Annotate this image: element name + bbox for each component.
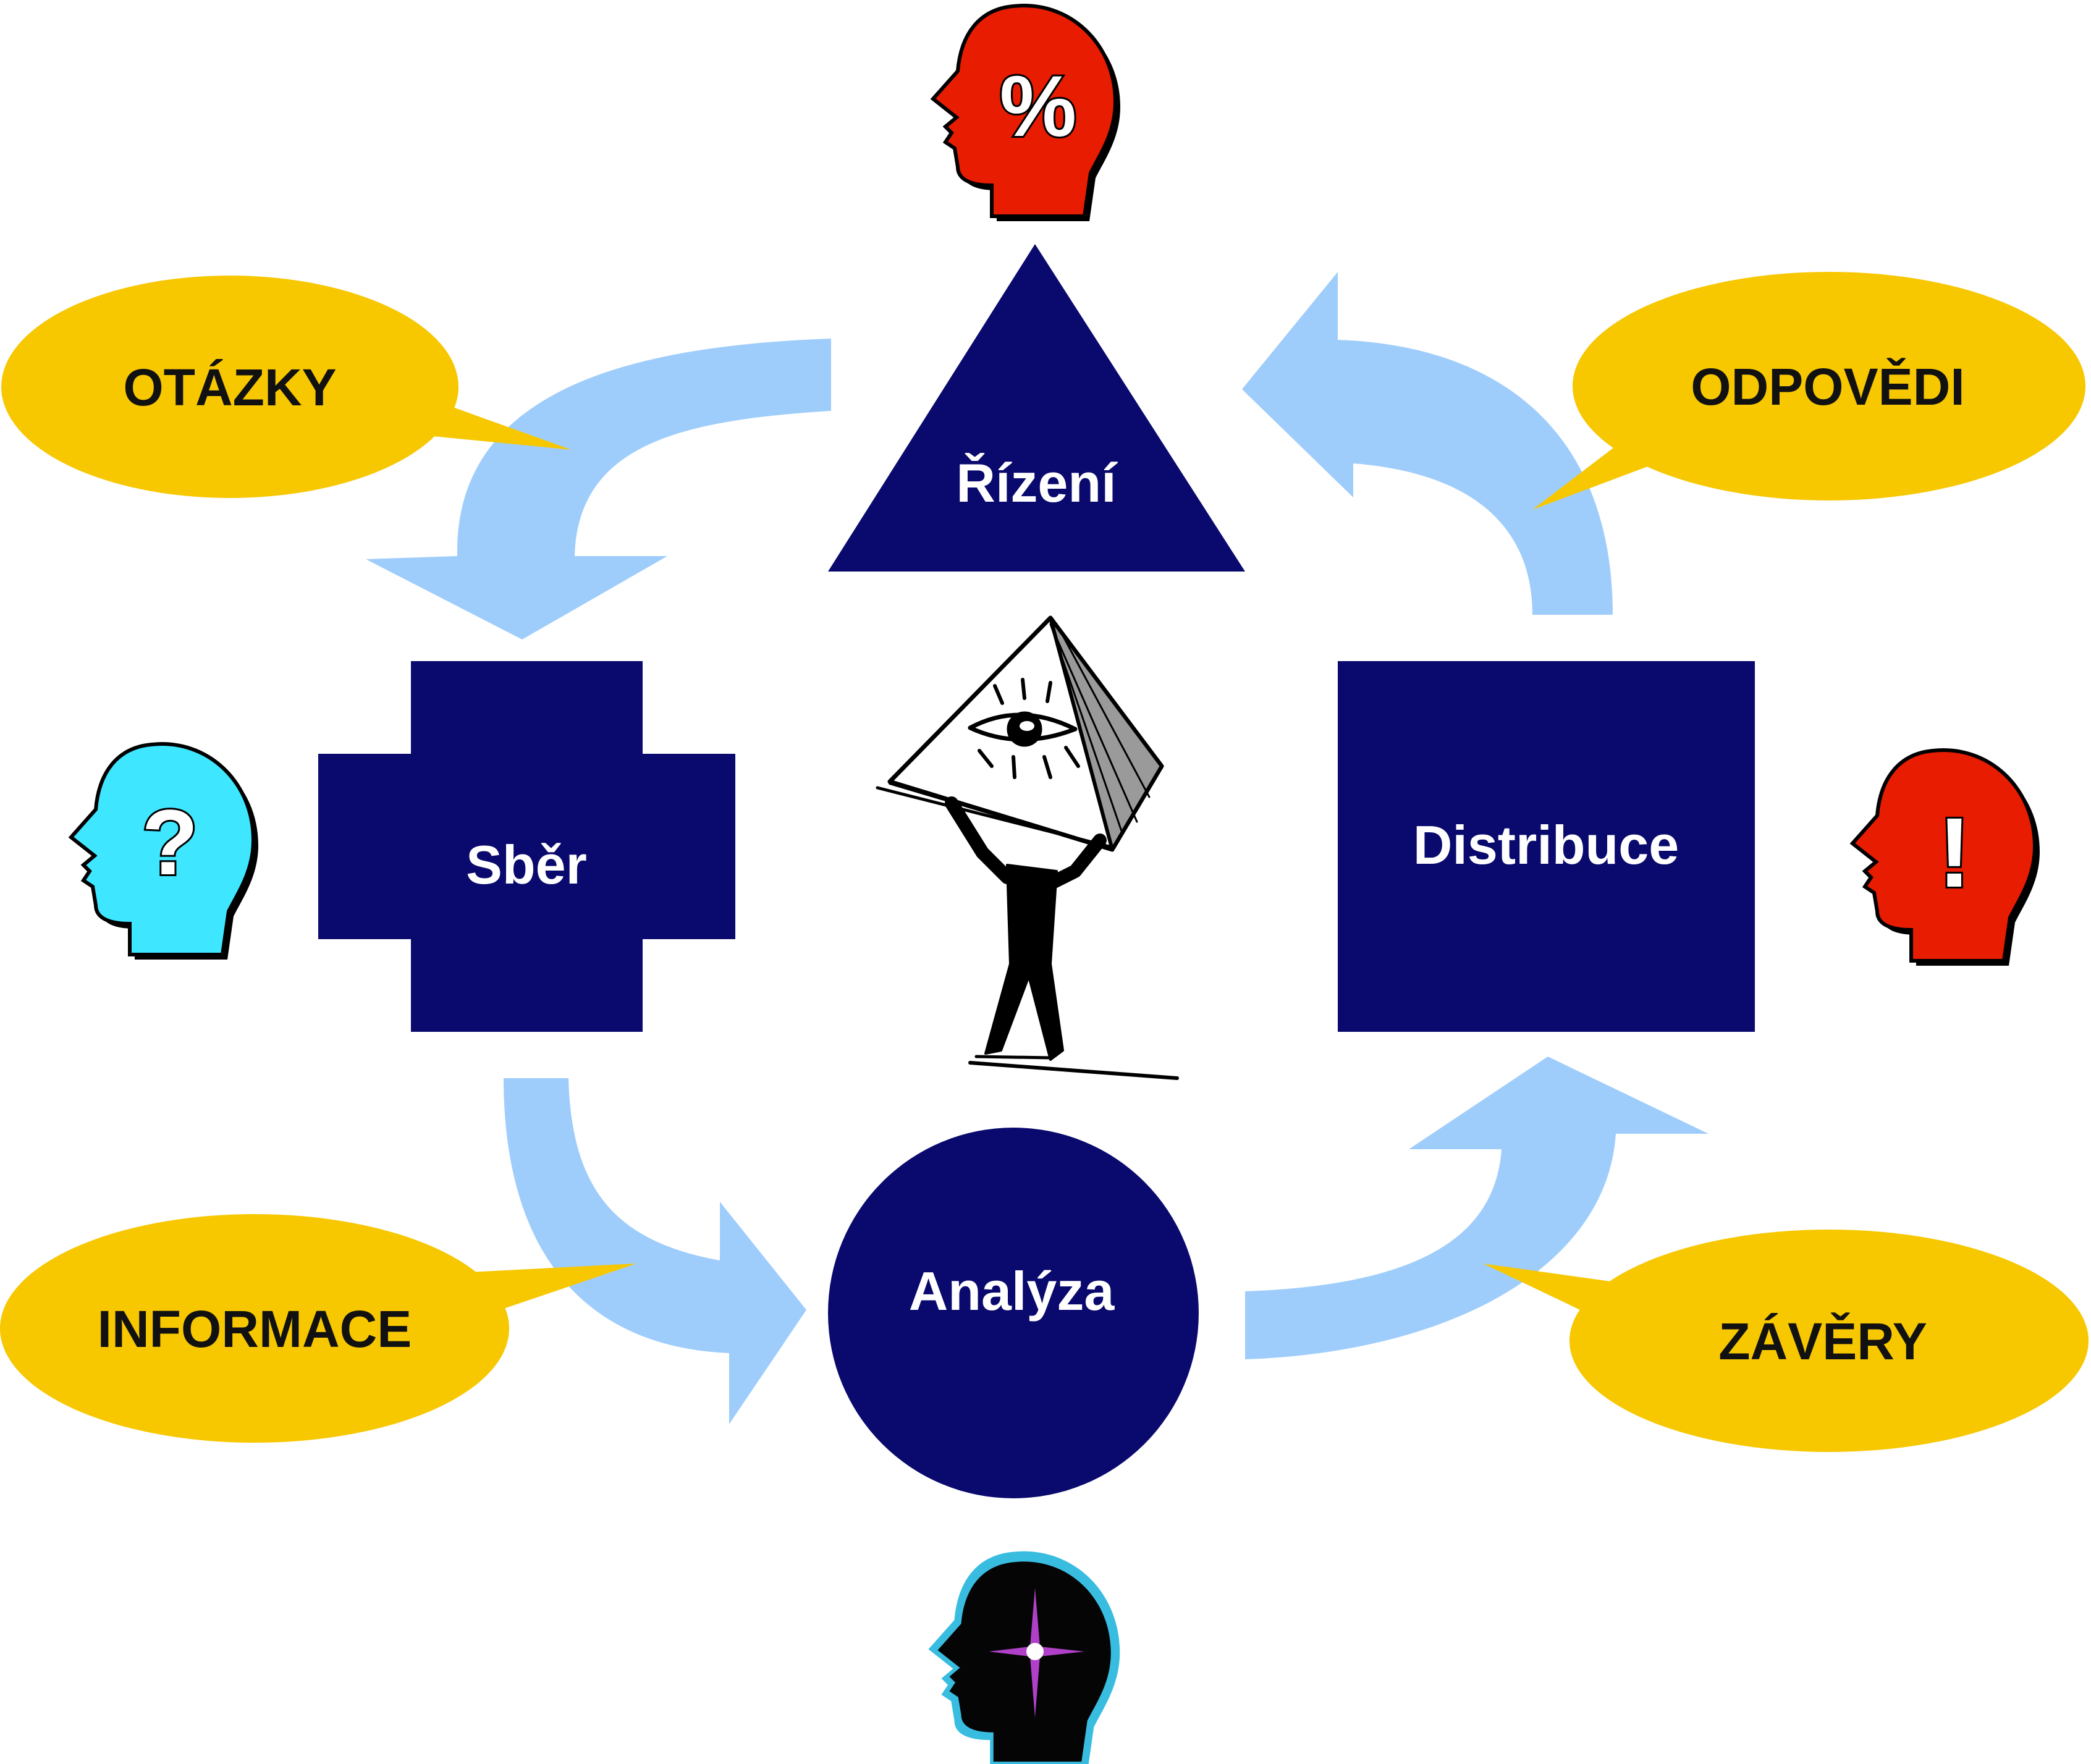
red-head-percent-icon: % — [933, 6, 1120, 221]
sparkle-icon — [989, 1588, 1084, 1718]
bubble-otazky-shape — [1, 276, 458, 498]
node-rizeni-triangle — [828, 244, 1245, 572]
arrow-distribuce-to-rizeni — [1242, 272, 1613, 615]
node-rizeni: Řízení — [828, 244, 1245, 572]
bubble-informace-shape — [0, 1214, 509, 1443]
bubble-informace-label: INFORMACE — [98, 1300, 412, 1358]
dark-head-sparkle-icon — [928, 1551, 1120, 1764]
bubble-odpovedi-label: ODPOVĚDI — [1691, 358, 1964, 416]
head-top-symbol: % — [1000, 57, 1076, 154]
node-sber-cross — [318, 661, 735, 1032]
bubble-zavery: ZÁVĚRY — [1483, 1230, 2089, 1452]
node-analyza: Analýza — [828, 1128, 1199, 1498]
arrow-analyza-to-distribuce — [1245, 1057, 1709, 1359]
head-right-symbol: ! — [1938, 797, 1971, 908]
bubble-otazky: OTÁZKY — [1, 276, 572, 498]
bubble-otazky-label: OTÁZKY — [123, 358, 336, 416]
node-sber: Sběr — [318, 661, 735, 1032]
bubble-zavery-shape — [1569, 1230, 2089, 1452]
head-left-symbol: ? — [142, 790, 198, 894]
arrow-rizeni-to-sber — [366, 339, 831, 639]
arrow-sber-to-analyza — [504, 1078, 806, 1424]
bubble-informace: INFORMACE — [0, 1214, 636, 1443]
man-carrying-pyramid-with-eye-icon — [876, 615, 1179, 1080]
bubble-zavery-label: ZÁVĚRY — [1718, 1312, 1927, 1370]
node-distribuce-label: Distribuce — [1413, 814, 1679, 876]
node-sber-label: Sběr — [466, 834, 587, 895]
node-distribuce-square — [1338, 661, 1755, 1032]
cycle-arrows — [366, 272, 1709, 1424]
cyan-head-question-icon: ? — [71, 744, 258, 960]
bubble-odpovedi: ODPOVĚDI — [1532, 272, 2085, 510]
node-distribuce: Distribuce — [1338, 661, 1755, 1032]
node-analyza-circle — [828, 1128, 1199, 1498]
node-rizeni-label: Řízení — [956, 452, 1118, 513]
red-head-exclamation-icon: ! — [1852, 750, 2040, 966]
node-analyza-label: Analýza — [909, 1260, 1115, 1322]
bubble-odpovedi-shape — [1573, 272, 2085, 500]
